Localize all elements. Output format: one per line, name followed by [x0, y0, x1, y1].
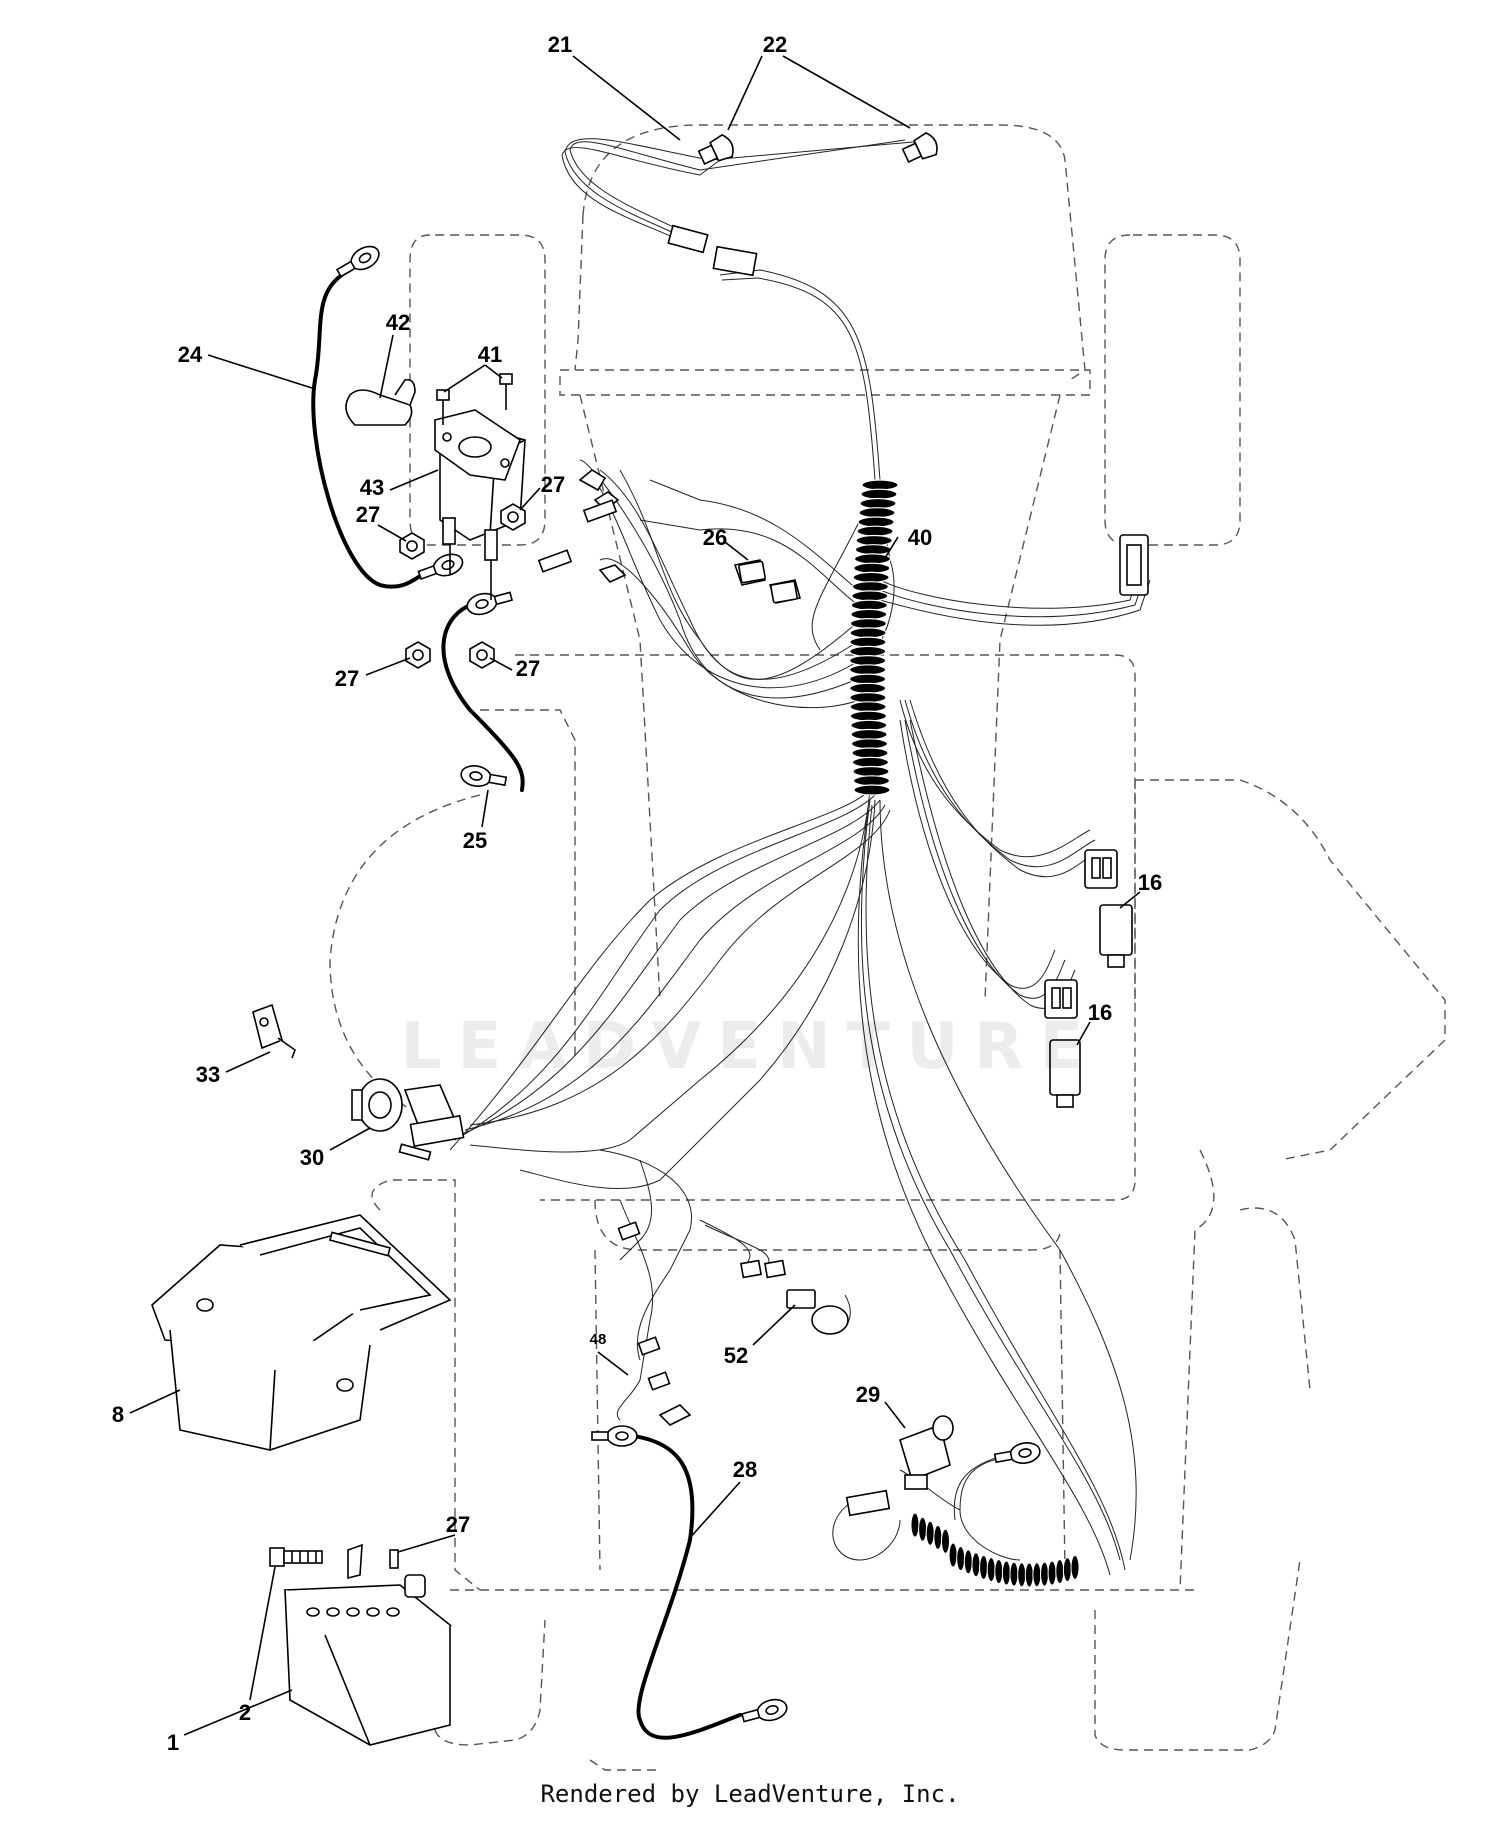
terminal-boot — [345, 378, 416, 426]
fuse — [738, 560, 798, 604]
callout-27e: 27 — [446, 1512, 470, 1537]
callout-27a: 27 — [541, 472, 565, 497]
callout-30: 30 — [300, 1145, 324, 1170]
wire-bundles — [449, 138, 1151, 1576]
leader-lines — [129, 55, 1141, 1736]
callout-8: 8 — [112, 1402, 124, 1427]
relay-connectors — [1044, 849, 1133, 1108]
bulb — [786, 1289, 849, 1335]
callout-27b: 27 — [356, 502, 380, 527]
headlight-bulbs — [697, 131, 938, 166]
callout-48: 48 — [590, 1331, 607, 1348]
callout-25: 25 — [463, 828, 487, 853]
cable-24 — [311, 268, 434, 589]
callouts: 21 22 24 42 41 43 27 27 27 27 25 26 40 1… — [112, 32, 1162, 1755]
credit-line: Rendered by LeadVenture, Inc. — [540, 1780, 960, 1808]
callout-33: 33 — [196, 1062, 220, 1087]
callout-16b: 16 — [1088, 1000, 1112, 1025]
watermark: LEADVENTURE — [400, 1010, 1100, 1084]
seat-switch — [845, 1415, 954, 1517]
cable-25 — [441, 604, 525, 792]
hex-nuts — [389, 503, 526, 1569]
solenoid-screws — [436, 373, 513, 425]
cable-28 — [623, 1433, 742, 1740]
ignition-key — [252, 1003, 296, 1059]
callout-29: 29 — [856, 1382, 880, 1407]
battery-bolt — [269, 1547, 323, 1567]
corrugated-loom — [848, 479, 899, 796]
callout-27c: 27 — [335, 666, 359, 691]
callout-21: 21 — [548, 32, 572, 57]
callout-28: 28 — [733, 1457, 757, 1482]
callout-16a: 16 — [1138, 870, 1162, 895]
callout-41: 41 — [478, 342, 502, 367]
harness-terminals — [398, 224, 1149, 1426]
callout-2: 2 — [239, 1700, 251, 1725]
black-cables — [311, 268, 742, 1740]
frame-outlines — [329, 124, 1446, 1771]
callout-1: 1 — [167, 1730, 179, 1755]
coiled-cord — [910, 1512, 1080, 1588]
battery-tray — [151, 1214, 452, 1451]
callout-27d: 27 — [516, 656, 540, 681]
callout-42: 42 — [386, 310, 410, 335]
callout-26: 26 — [703, 525, 727, 550]
callout-43: 43 — [360, 475, 384, 500]
callout-24: 24 — [178, 342, 203, 367]
callout-22: 22 — [763, 32, 787, 57]
battery — [283, 1543, 453, 1746]
callout-52: 52 — [724, 1343, 748, 1368]
ignition-switch — [351, 1078, 465, 1148]
callout-40: 40 — [908, 525, 932, 550]
